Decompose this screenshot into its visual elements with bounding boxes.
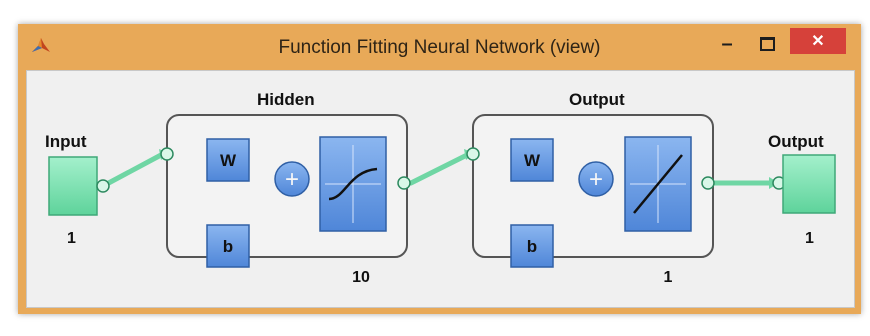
output-sum-symbol: + [589, 166, 603, 193]
close-button[interactable]: ✕ [790, 28, 846, 54]
hidden-bias-node [206, 224, 250, 268]
output-bias-node [510, 224, 554, 268]
output-label: Output [768, 132, 824, 151]
hidden-label: Hidden [257, 90, 315, 109]
output-layer-output-port [701, 176, 715, 190]
network-view: Input 1 Hidden W b + 10 Output [26, 70, 855, 308]
input-box [48, 156, 98, 216]
minimize-button[interactable]: – [721, 32, 733, 55]
hidden-input-port [160, 147, 174, 161]
output-layer-input-port [466, 147, 480, 161]
hidden-sum-symbol: + [285, 166, 299, 193]
app-window: Function Fitting Neural Network (view) –… [18, 24, 861, 314]
hidden-bias-label: b [223, 237, 233, 256]
tansig-icon [325, 145, 381, 223]
output-bias-label: b [527, 237, 537, 256]
output-size: 1 [805, 230, 814, 247]
window-title: Function Fitting Neural Network (view) [278, 37, 601, 58]
hidden-output-port [397, 176, 411, 190]
output-weight-label: W [524, 151, 541, 170]
hidden-weight-node [206, 138, 250, 182]
matlab-logo-icon [32, 38, 50, 52]
hidden-sum-node [274, 161, 310, 197]
maximize-button[interactable] [750, 32, 784, 56]
output-layer-label: Output [569, 90, 625, 109]
input-label: Input [45, 132, 87, 151]
output-weight-node [510, 138, 554, 182]
output-sum-node [578, 161, 614, 197]
hidden-size: 10 [352, 269, 370, 286]
title-bar[interactable]: Function Fitting Neural Network (view) –… [18, 24, 861, 70]
maximize-icon [759, 37, 775, 51]
purelin-icon [630, 145, 686, 223]
input-size: 1 [67, 230, 76, 247]
output-layer-size: 1 [664, 269, 673, 286]
input-port [96, 179, 110, 193]
network-diagram: Input 1 Hidden W b + 10 Output [45, 90, 836, 286]
hidden-weight-label: W [220, 151, 237, 170]
output-box [782, 154, 836, 214]
